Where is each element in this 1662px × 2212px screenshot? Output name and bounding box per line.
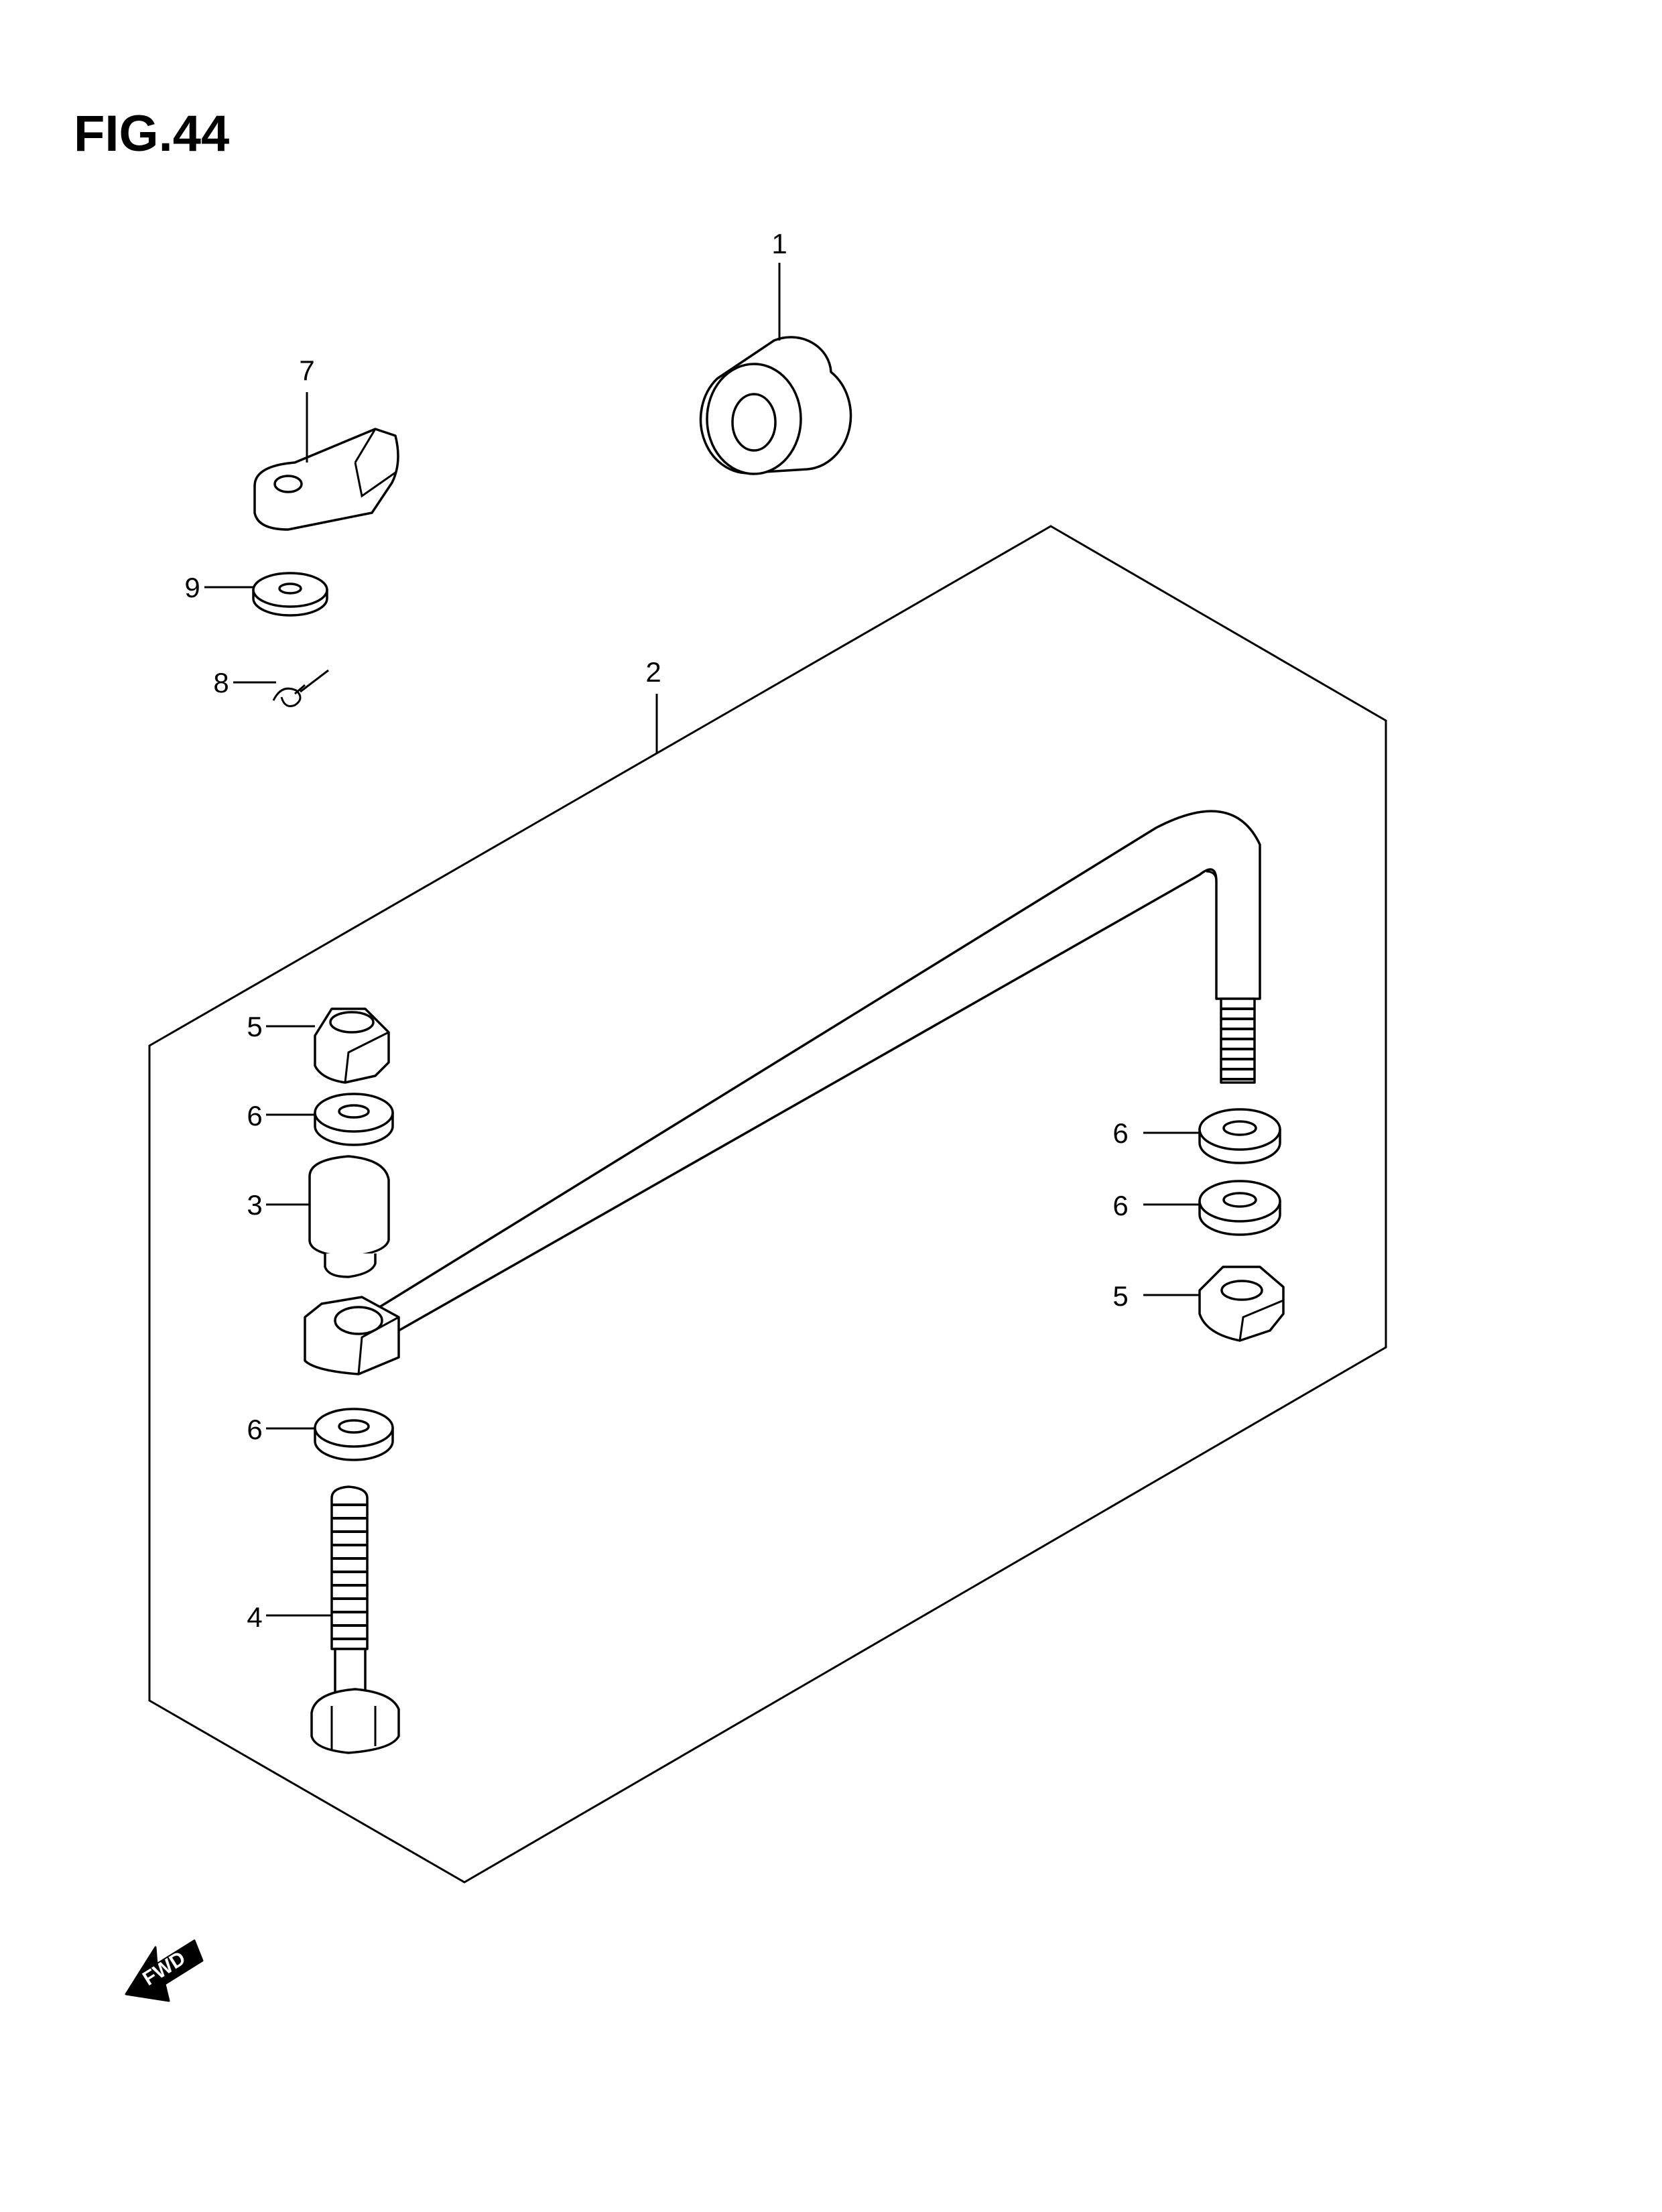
- callout-7: 7: [299, 355, 314, 386]
- part-6-washer-right-upper: [1198, 1108, 1281, 1164]
- leader-lines: [204, 263, 1200, 1617]
- callout-4: 4: [247, 1601, 262, 1633]
- callout-2: 2: [645, 656, 661, 688]
- drag-link-rod: [304, 810, 1261, 1375]
- part-5-nut-right: [1198, 1266, 1285, 1342]
- part-8-cotter-pin: [272, 669, 329, 707]
- callout-3: 3: [247, 1189, 262, 1221]
- part-3-collar: [308, 1155, 390, 1278]
- part-6-washer-left-upper: [314, 1093, 394, 1146]
- callout-6-right-lower: 6: [1112, 1190, 1128, 1221]
- callout-1: 1: [771, 228, 787, 259]
- part-7-bracket: [253, 428, 399, 531]
- callout-6-left-upper: 6: [247, 1100, 262, 1131]
- figure-title: FIG.44: [74, 105, 229, 162]
- assembly-box-outline: [148, 525, 1387, 1884]
- callout-5-right: 5: [1112, 1280, 1128, 1312]
- part-6-washer-left-lower: [314, 1408, 394, 1461]
- callout-6-right-upper: 6: [1112, 1117, 1128, 1149]
- callout-8: 8: [213, 667, 229, 698]
- callout-6-left-lower: 6: [247, 1414, 262, 1445]
- callout-5-left: 5: [247, 1011, 262, 1042]
- callout-9: 9: [184, 572, 200, 603]
- part-6-washer-right-lower: [1198, 1180, 1281, 1236]
- part-9-washer: [252, 572, 328, 617]
- part-4-bolt: [310, 1485, 400, 1754]
- fwd-arrow-icon: FWD: [125, 1939, 204, 2002]
- part-1-bushing: [699, 336, 852, 475]
- part-5-nut-left: [314, 1007, 390, 1084]
